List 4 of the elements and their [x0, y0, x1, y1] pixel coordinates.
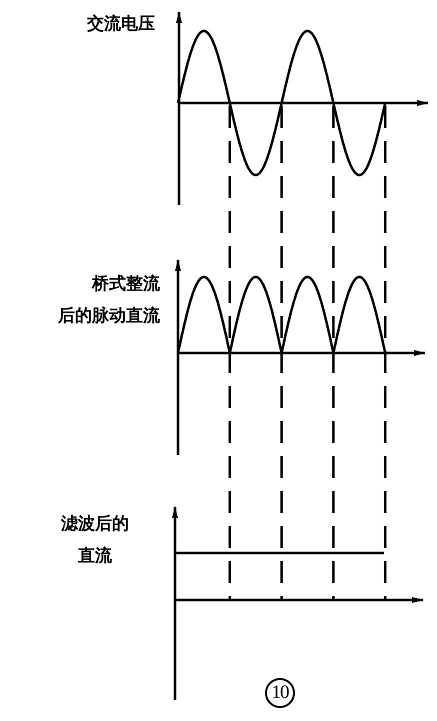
axis-label: 滤波后的直流 [60, 513, 130, 568]
axis-label: 交流电压 [86, 13, 155, 36]
figure-number: 10 [265, 678, 295, 708]
axis-label: 桥式整流后的脉动直流 [56, 273, 160, 328]
